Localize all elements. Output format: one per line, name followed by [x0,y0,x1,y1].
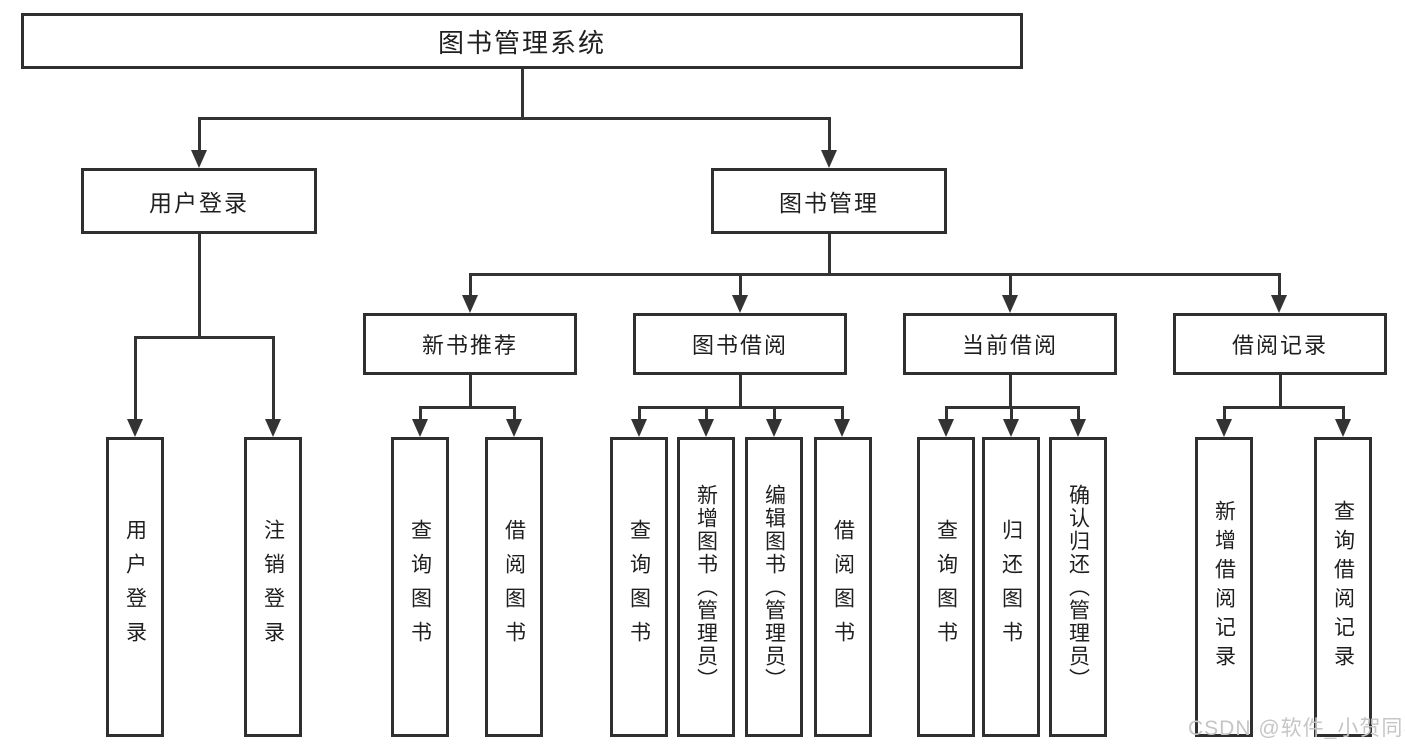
connector-drop-current [1009,273,1012,295]
connector-drop-newbooks [469,273,472,295]
arrow-down-icon [127,419,143,437]
node-new-book-recommend: 新书推荐 [363,313,577,375]
arrow-down-icon [265,419,281,437]
arrow-down-icon [1070,419,1086,437]
node-book-borrow: 图书借阅 [633,313,847,375]
connector-root-stem [521,69,524,117]
connector-drop [419,406,422,419]
connector-drop-book-mgmt [828,117,831,150]
connector-borrow-stem [739,375,742,406]
arrow-down-icon [821,150,837,168]
leaf-user-login: 用户登录 [106,437,164,737]
arrow-down-icon [1335,419,1351,437]
arrow-down-icon [631,419,647,437]
connector-current-stem [1009,375,1012,406]
node-borrow-records: 借阅记录 [1173,313,1387,375]
csdn-watermark: CSDN @软件_小贺同学 [1188,717,1405,740]
arrow-down-icon [766,419,782,437]
leaf-add-borrow-record: 新增借阅记录 [1195,437,1253,737]
connector-root-bar [198,117,831,120]
arrow-down-icon [412,419,428,437]
connector-drop-user-login [198,117,201,150]
connector-userlogin-stem [198,234,201,336]
connector-drop-leaf-logout [272,336,275,419]
leaf-edit-books-admin: 编辑图书（管理员） [745,437,803,737]
connector-newbooks-bar [419,406,515,409]
connector-drop [1010,406,1013,419]
arrow-down-icon [506,419,522,437]
leaf-add-books-admin: 新增图书（管理员） [677,437,735,737]
arrow-down-icon [732,295,748,313]
node-root-library-system: 图书管理系统 [21,13,1023,69]
arrow-down-icon [1216,419,1232,437]
connector-drop [705,406,708,419]
arrow-down-icon [698,419,714,437]
connector-bookmgmt-stem [828,234,831,273]
leaf-query-borrow-record: 查询借阅记录 [1314,437,1372,737]
leaf-logout: 注销登录 [244,437,302,737]
connector-drop [773,406,776,419]
leaf-borrow-books: 借阅图书 [814,437,872,737]
connector-drop [1342,406,1345,419]
arrow-down-icon [462,295,478,313]
arrow-down-icon [1271,295,1287,313]
leaf-query-books-borrow: 查询图书 [610,437,668,737]
arrow-down-icon [834,419,850,437]
arrow-down-icon [191,150,207,168]
leaf-query-books-current: 查询图书 [917,437,975,737]
connector-drop-leaf-user-login [134,336,137,419]
connector-newbooks-stem [469,375,472,406]
connector-records-stem [1279,375,1282,406]
connector-drop [1077,406,1080,419]
connector-drop [638,406,641,419]
arrow-down-icon [938,419,954,437]
leaf-query-books-recommend: 查询图书 [391,437,449,737]
connector-userlogin-bar [134,336,274,339]
connector-drop-borrow [739,273,742,295]
connector-borrow-bar [638,406,843,409]
connector-drop [841,406,844,419]
connector-drop [945,406,948,419]
connector-bookmgmt-bar [469,273,1281,276]
leaf-confirm-return-admin: 确认归还（管理员） [1049,437,1107,737]
connector-drop [1223,406,1226,419]
connector-records-bar [1223,406,1344,409]
node-current-borrow: 当前借阅 [903,313,1117,375]
arrow-down-icon [1002,295,1018,313]
arrow-down-icon [1003,419,1019,437]
leaf-return-books: 归还图书 [982,437,1040,737]
connector-drop-records [1278,273,1281,295]
node-book-management: 图书管理 [711,168,947,234]
connector-drop [513,406,516,419]
node-user-login: 用户登录 [81,168,317,234]
leaf-borrow-books-recommend: 借阅图书 [485,437,543,737]
